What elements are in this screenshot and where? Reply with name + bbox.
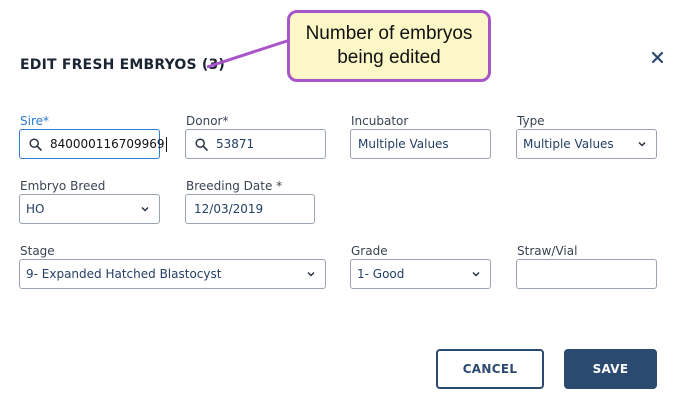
donor-label: Donor*: [186, 114, 229, 128]
type-label: Type: [517, 114, 545, 128]
chevron-down-icon: [472, 271, 480, 277]
type-select[interactable]: Multiple Values: [516, 129, 657, 159]
incubator-value: Multiple Values: [358, 137, 449, 151]
annotation-line-2: being edited: [337, 47, 441, 68]
straw-vial-input[interactable]: [516, 259, 657, 289]
annotation-callout: Number of embryos being edited: [287, 10, 491, 82]
donor-input[interactable]: 53871: [185, 129, 326, 159]
breeding-date-label: Breeding Date *: [186, 179, 283, 193]
grade-select[interactable]: 1- Good: [350, 259, 491, 289]
stage-value: 9- Expanded Hatched Blastocyst: [26, 267, 222, 281]
sire-input[interactable]: 840000116709969: [19, 129, 167, 159]
incubator-input[interactable]: Multiple Values: [350, 129, 491, 159]
type-value: Multiple Values: [523, 137, 614, 151]
grade-label: Grade: [351, 244, 388, 258]
sire-value: 840000116709969: [50, 136, 165, 151]
chevron-down-icon: [638, 141, 646, 147]
donor-value: 53871: [216, 137, 255, 151]
dialog-title: EDIT FRESH EMBRYOS (3): [20, 57, 226, 73]
stage-select[interactable]: 9- Expanded Hatched Blastocyst: [19, 259, 326, 289]
chevron-down-icon: [307, 271, 315, 277]
grade-value: 1- Good: [357, 267, 405, 281]
embryo-breed-select[interactable]: HO: [19, 194, 160, 224]
text-caret: [165, 136, 167, 152]
search-icon: [29, 137, 42, 151]
embryo-breed-value: HO: [26, 202, 45, 216]
save-button[interactable]: SAVE: [564, 349, 657, 389]
breeding-date-value: 12/03/2019: [194, 202, 264, 216]
breeding-date-input[interactable]: 12/03/2019: [185, 194, 315, 224]
chevron-down-icon: [141, 206, 149, 212]
sire-label: Sire*: [20, 114, 50, 128]
annotation-line-1: Number of embryos: [305, 23, 473, 44]
embryo-breed-label: Embryo Breed: [20, 179, 106, 193]
cancel-button[interactable]: CANCEL: [436, 349, 544, 389]
incubator-label: Incubator: [351, 114, 409, 128]
close-icon: [651, 51, 663, 63]
stage-label: Stage: [20, 244, 55, 258]
straw-vial-label: Straw/Vial: [517, 244, 578, 258]
close-button[interactable]: [647, 47, 667, 67]
search-icon: [195, 137, 208, 151]
